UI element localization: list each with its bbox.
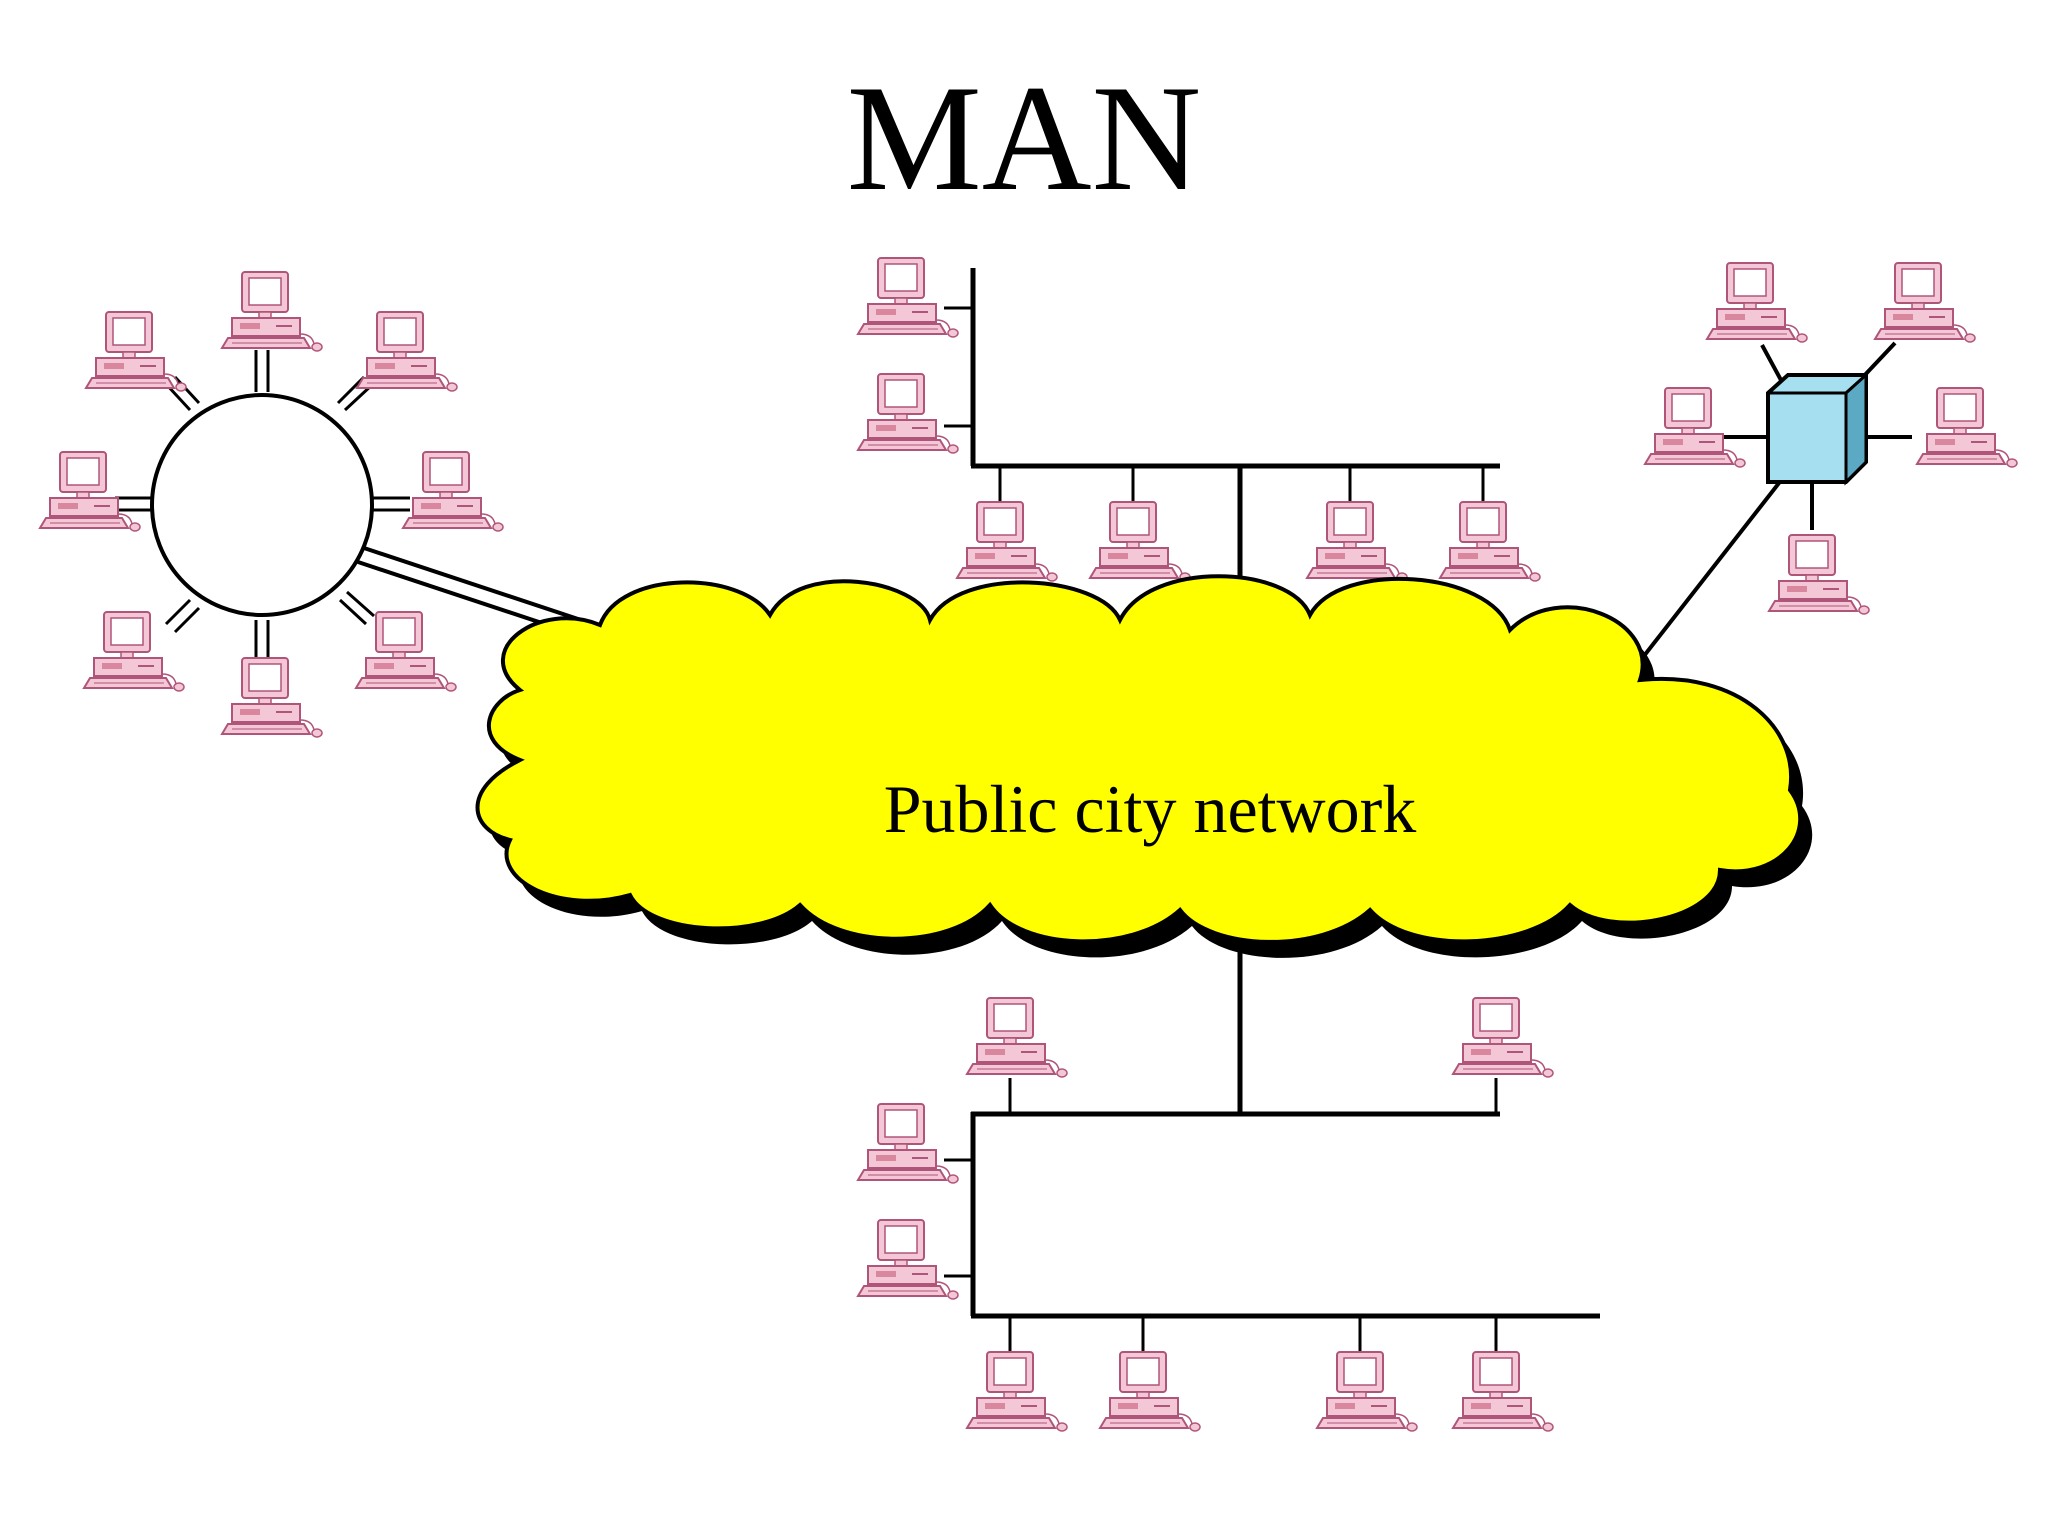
computer-icon	[857, 1219, 959, 1300]
computer-icon	[1706, 262, 1808, 343]
hub-icon	[1766, 371, 1868, 486]
computer-icon	[1644, 387, 1746, 468]
computer-icon	[402, 451, 504, 532]
computer-icon	[966, 997, 1068, 1078]
computer-icon	[857, 257, 959, 338]
computer-icon	[966, 1351, 1068, 1432]
computer-icon	[1874, 262, 1976, 343]
computer-icon	[1099, 1351, 1201, 1432]
computer-icon	[1768, 534, 1870, 615]
computer-icon	[1089, 501, 1191, 582]
computer-icon	[956, 501, 1058, 582]
top-bus-computers	[857, 257, 1541, 582]
computer-icon	[83, 611, 185, 692]
computer-icon	[1316, 1351, 1418, 1432]
cloud-shape: Public city network	[475, 574, 1813, 958]
computer-icon	[1916, 387, 2018, 468]
computer-icon	[857, 1103, 959, 1184]
computer-icon	[39, 451, 141, 532]
computer-icon	[1452, 1351, 1554, 1432]
computer-icon	[1452, 997, 1554, 1078]
computer-icon	[221, 271, 323, 352]
computer-icon	[355, 611, 457, 692]
computer-icon	[1306, 501, 1408, 582]
computer-icon	[1439, 501, 1541, 582]
computer-icon	[356, 311, 458, 392]
computer-icon	[857, 373, 959, 454]
bottom-bus-computers	[857, 997, 1554, 1432]
bottom-bus-network	[944, 950, 1600, 1352]
computer-icon	[221, 657, 323, 738]
cloud-label: Public city network	[884, 771, 1417, 847]
page-title: MAN	[846, 54, 1202, 222]
computer-icon	[85, 311, 187, 392]
